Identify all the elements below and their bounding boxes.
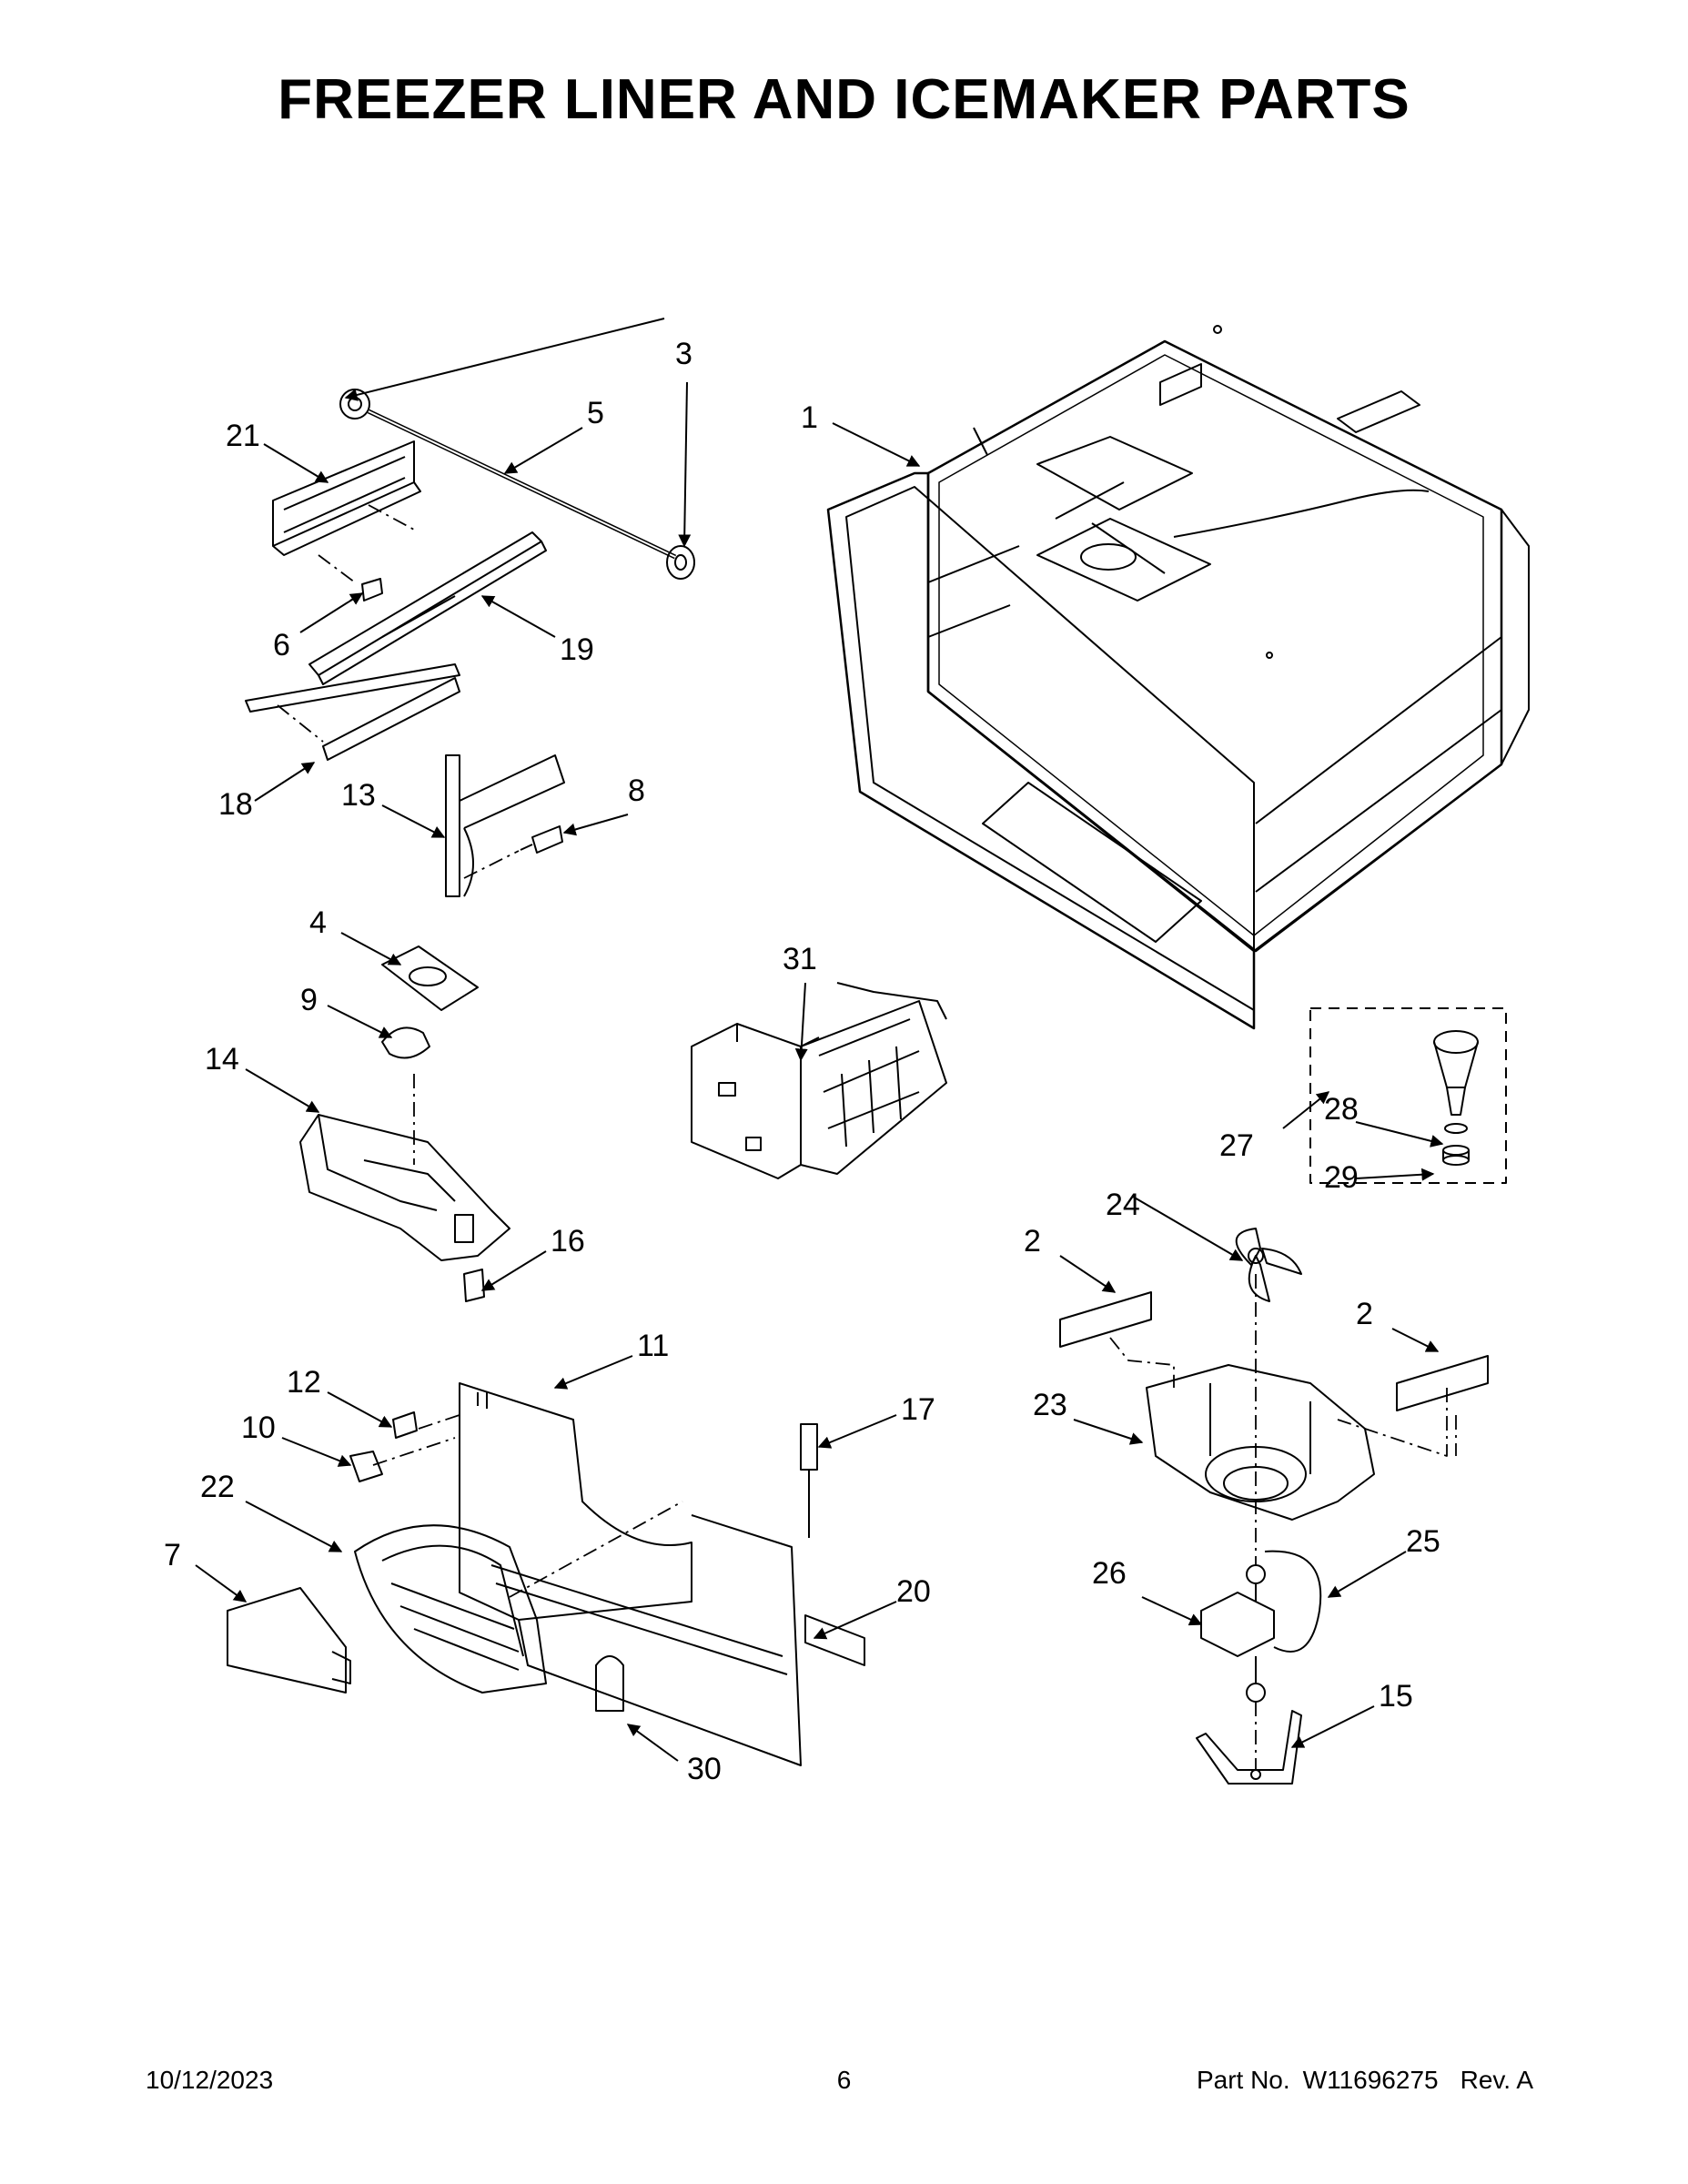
callout-leaders [195, 318, 1444, 1762]
part-10-clip [349, 1451, 383, 1482]
callout-label-11: 11 [637, 1329, 669, 1363]
callout-label-3: 3 [675, 337, 692, 371]
callout-label-23: 23 [1033, 1388, 1067, 1422]
part-30-cap [595, 1655, 624, 1712]
part-15-bracket [1196, 1710, 1302, 1785]
callout-label-13: 13 [341, 778, 376, 813]
part-19-rail [308, 531, 547, 685]
callout-label-5: 5 [587, 396, 604, 430]
part-22-grille [354, 1524, 547, 1694]
callout-label-15: 15 [1379, 1679, 1413, 1714]
part-20-panel [490, 1514, 865, 1766]
page-title: FREEZER LINER AND ICEMAKER PARTS [278, 68, 1410, 131]
callout-label-6: 6 [273, 628, 290, 662]
callout-label-18: 18 [218, 787, 253, 822]
callout-label-9: 9 [300, 983, 318, 1017]
part-11-panel [459, 1382, 692, 1621]
callout-label-12: 12 [287, 1365, 321, 1400]
part-4-pad [381, 945, 479, 1011]
footer-part-number: W11696275 [1302, 2066, 1439, 2094]
callout-label-24: 24 [1106, 1188, 1140, 1222]
callout-label-1: 1 [801, 400, 818, 435]
callout-label-27: 27 [1219, 1128, 1254, 1163]
footer-part-label: Part No. [1196, 2066, 1290, 2094]
part-27-kit-box [1309, 1007, 1507, 1184]
part-24-fan-blade [1235, 1228, 1302, 1302]
callout-label-2: 2 [1356, 1297, 1373, 1331]
part-9-cap [381, 1026, 430, 1059]
footer-page-number: 6 [836, 2066, 852, 2094]
footer-part-info: Part No. W11696275 Rev. A [1197, 2066, 1533, 2095]
part-29-seal [1442, 1145, 1470, 1166]
part-31-icemaker [691, 982, 947, 1179]
part-8-screw [520, 825, 563, 854]
callout-label-25: 25 [1406, 1524, 1440, 1559]
part-12-screw [392, 1411, 418, 1439]
callout-label-16: 16 [551, 1224, 585, 1259]
callout-label-31: 31 [783, 942, 817, 976]
part-26-motor [1200, 1564, 1275, 1703]
callout-label-10: 10 [241, 1410, 276, 1445]
part-7-cover [227, 1587, 351, 1694]
part-25-wire [1264, 1550, 1322, 1653]
part-2-pad-left [1059, 1291, 1152, 1348]
callout-label-19: 19 [560, 632, 594, 667]
part-18-rail [245, 663, 460, 761]
callout-label-28: 28 [1324, 1092, 1359, 1127]
part-1-freezer-liner [826, 325, 1530, 1030]
callout-label-14: 14 [205, 1042, 239, 1077]
part-21-bracket [272, 440, 421, 556]
part-13-bracket [445, 754, 565, 897]
part-23-fan-shroud [1146, 1364, 1375, 1521]
callout-label-30: 30 [687, 1752, 722, 1786]
part-28-valve [1433, 1030, 1479, 1134]
part-3-gear-right [666, 545, 695, 580]
callout-label-22: 22 [200, 1470, 235, 1504]
callout-label-21: 21 [226, 419, 260, 453]
assembly-lines [277, 504, 1457, 1770]
part-2-pad-right [1396, 1355, 1489, 1411]
callout-label-4: 4 [309, 905, 327, 940]
part-17-sensor [800, 1423, 818, 1538]
footer-date: 10/12/2023 [146, 2066, 274, 2094]
callout-label-8: 8 [628, 774, 645, 808]
callout-label-17: 17 [901, 1392, 935, 1427]
footer-revision: Rev. A [1460, 2066, 1533, 2094]
callout-label-29: 29 [1324, 1160, 1359, 1195]
part-14-housing [299, 1114, 510, 1302]
callout-label-20: 20 [896, 1574, 931, 1609]
callout-label-26: 26 [1092, 1556, 1127, 1591]
callout-label-7: 7 [164, 1538, 181, 1572]
callout-label-2: 2 [1024, 1224, 1041, 1259]
part-3-gear-left [339, 389, 370, 420]
